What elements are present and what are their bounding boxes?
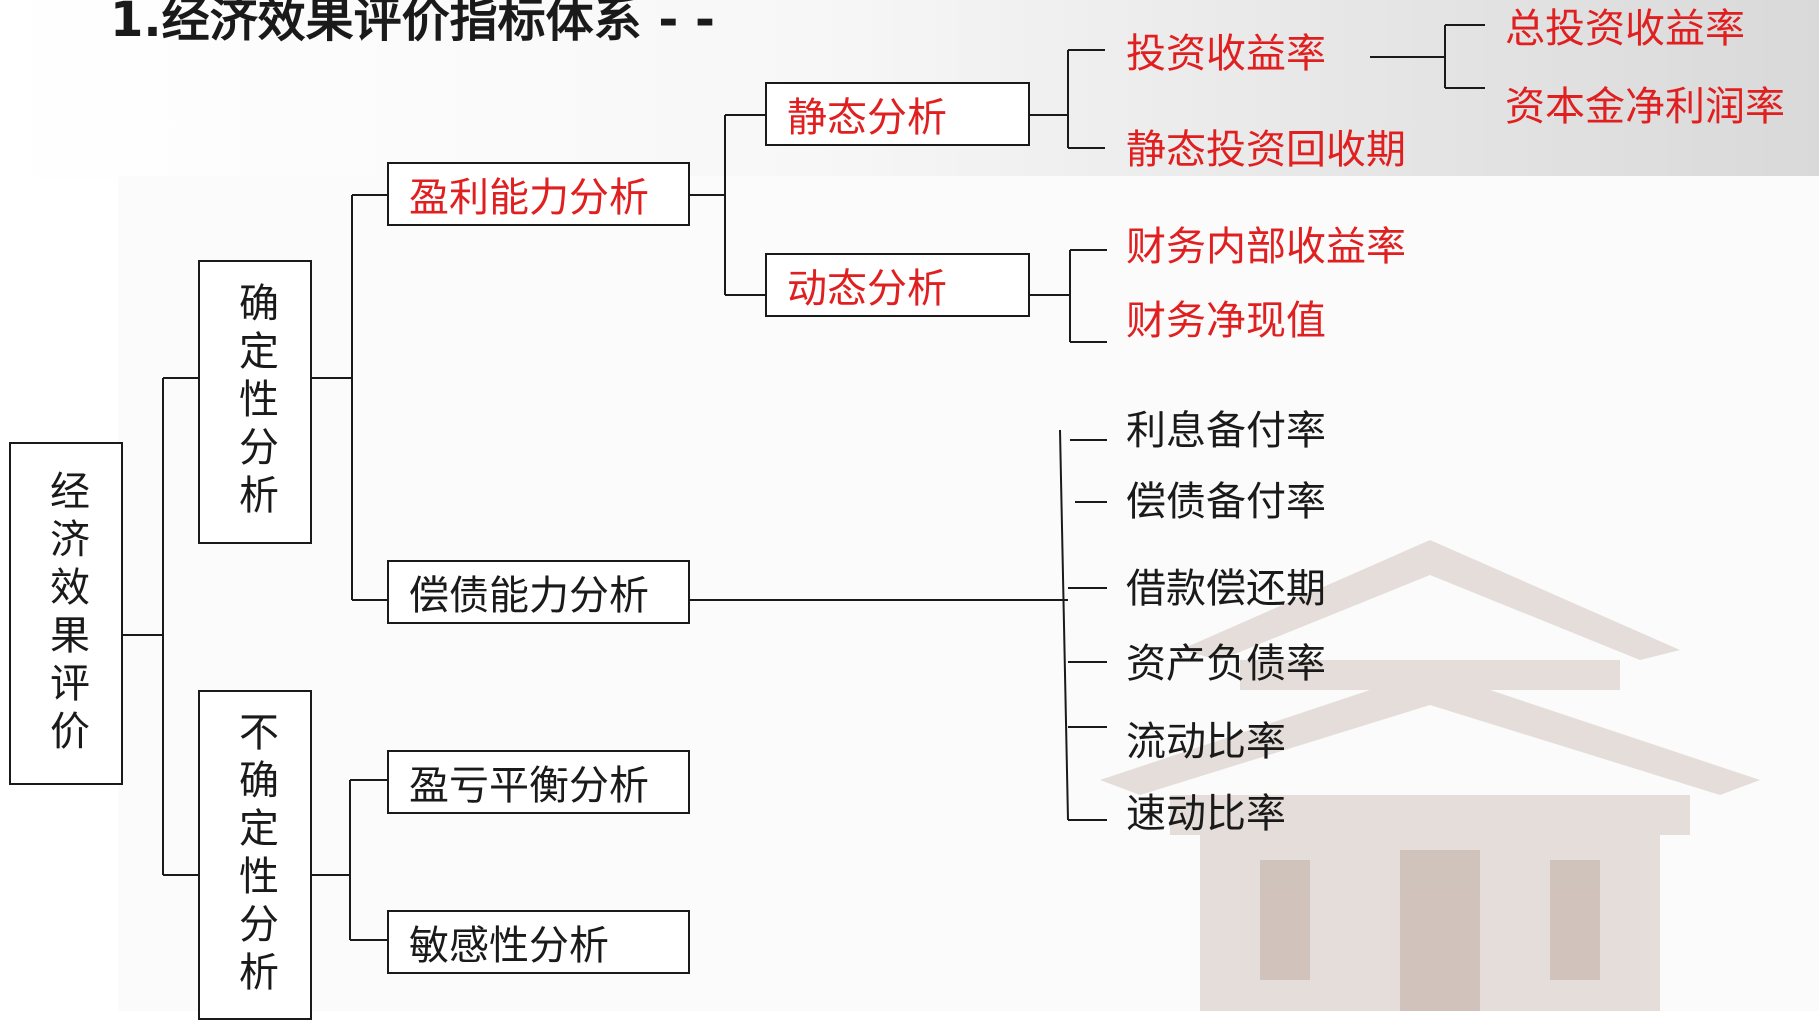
leaf-interest-coverage: 利息备付率 [1126, 408, 1326, 454]
leaf-quick-ratio: 速动比率 [1126, 791, 1286, 837]
leaf-firr: 财务内部收益率 [1126, 224, 1406, 270]
uncertainty-analysis-node: 不确定性分析 [198, 690, 312, 1020]
leaf-return-on-investment: 投资收益率 [1126, 31, 1326, 77]
leaf-asset-liability-ratio: 资产负债率 [1126, 641, 1326, 687]
leaf-static-payback-period: 静态投资回收期 [1126, 127, 1406, 173]
leaf-loan-repayment-period: 借款偿还期 [1126, 566, 1326, 612]
leaf-net-profit-rate: 资本金净利润率 [1505, 84, 1785, 130]
dynamic-analysis-node: 动态分析 [765, 253, 1030, 317]
solvency-analysis-label: 偿债能力分析 [409, 573, 649, 619]
breakeven-analysis-node: 盈亏平衡分析 [387, 750, 690, 814]
breakeven-analysis-label: 盈亏平衡分析 [409, 763, 649, 809]
solvency-analysis-node: 偿债能力分析 [387, 560, 690, 624]
leaf-total-roi: 总投资收益率 [1505, 6, 1745, 52]
sensitivity-analysis-node: 敏感性分析 [387, 910, 690, 974]
certainty-analysis-node: 确定性分析 [198, 260, 312, 544]
root-node: 经济效果评价 [9, 442, 123, 785]
uncertainty-analysis-label: 不确定性分析 [232, 711, 278, 999]
sensitivity-analysis-label: 敏感性分析 [409, 923, 609, 969]
leaf-current-ratio: 流动比率 [1126, 719, 1286, 765]
static-analysis-node: 静态分析 [765, 82, 1030, 146]
static-analysis-label: 静态分析 [787, 95, 947, 141]
background-building-image [1100, 540, 1760, 1011]
page-title: 1.经济效果评价指标体系 - - [110, 0, 715, 48]
dynamic-analysis-label: 动态分析 [787, 266, 947, 312]
profitability-analysis-label: 盈利能力分析 [409, 175, 649, 221]
profitability-analysis-node: 盈利能力分析 [387, 162, 690, 226]
leaf-debt-service-coverage: 偿债备付率 [1126, 479, 1326, 525]
root-node-label: 经济效果评价 [43, 469, 89, 758]
certainty-analysis-label: 确定性分析 [232, 282, 278, 522]
leaf-fnpv: 财务净现值 [1126, 298, 1326, 344]
